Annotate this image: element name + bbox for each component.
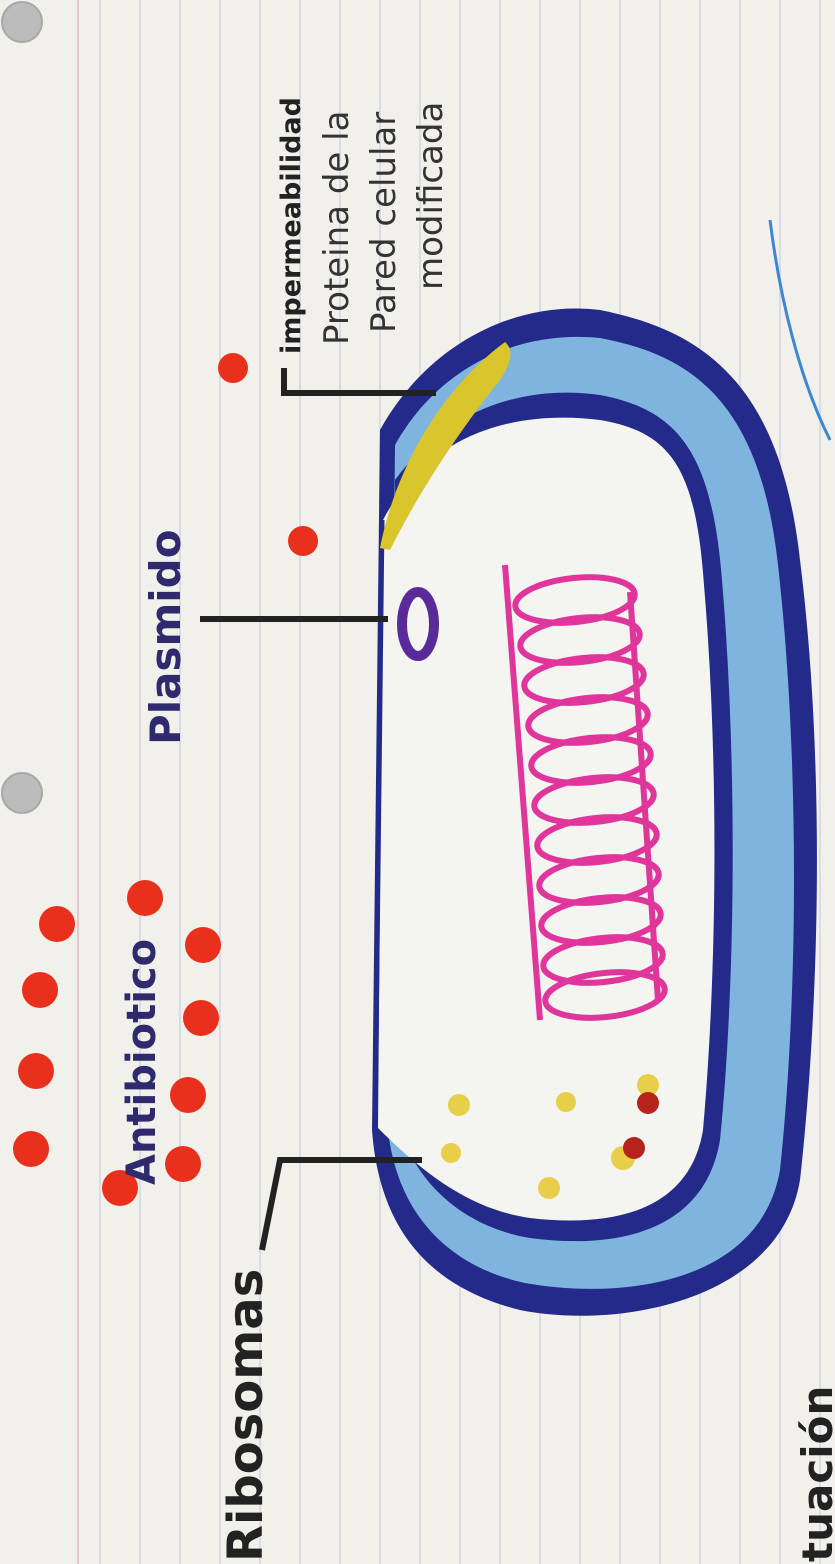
modified-protein-line-2: Pared celular — [364, 112, 404, 333]
antibiotic-dot — [185, 927, 221, 963]
ribosome-dot-red — [637, 1092, 659, 1114]
antibiotic-dot — [183, 1000, 219, 1036]
antibiotic-dot — [13, 1131, 49, 1167]
binder-hole-top — [2, 2, 42, 42]
antibiotic-dot — [288, 526, 318, 556]
antibiotic-label: Antibiotico — [119, 939, 165, 1185]
ribosome-dot — [441, 1143, 461, 1163]
plasmid-label: Plasmido — [141, 529, 190, 745]
bottom-fragment-label: tuación — [793, 1386, 835, 1562]
ribosomes-label: Ribosomas — [218, 1269, 274, 1562]
antibiotic-dot — [127, 880, 163, 916]
impermeability-label: impermeabilidad — [276, 97, 307, 354]
ribosome-dot — [448, 1094, 470, 1116]
modified-protein-line-3: modificada — [411, 102, 451, 290]
antibiotic-dot — [170, 1077, 206, 1113]
ribosome-dot — [556, 1092, 576, 1112]
antibiotic-molecules — [13, 353, 318, 1206]
antibiotic-dot — [18, 1053, 54, 1089]
ribosome-dot-red — [623, 1137, 645, 1159]
modified-protein-line-1: Proteina de la — [317, 111, 357, 345]
antibiotic-dot — [165, 1146, 201, 1182]
ribosome-dot — [538, 1177, 560, 1199]
antibiotic-dot — [218, 353, 248, 383]
antibiotic-dot — [22, 972, 58, 1008]
binder-hole-middle — [2, 773, 42, 813]
antibiotic-dot — [39, 906, 75, 942]
